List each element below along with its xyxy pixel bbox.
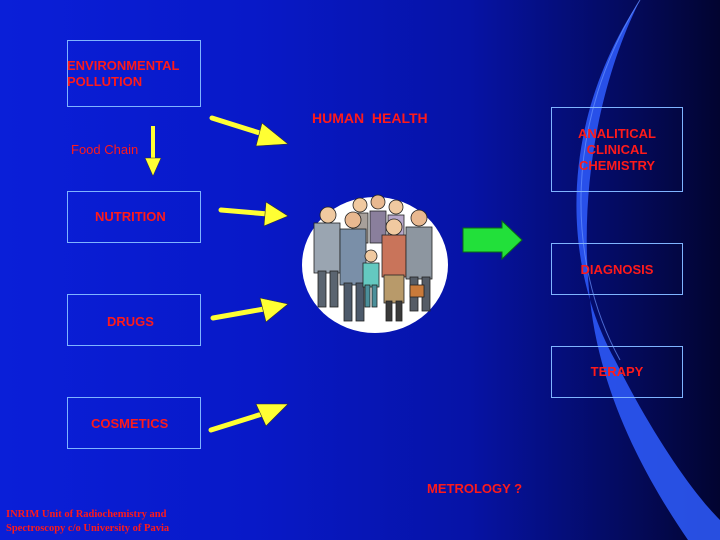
footer-credit: INRIM Unit of Radiochemistry and Spectro… xyxy=(6,509,170,534)
analytical-clinical-chemistry-box xyxy=(551,107,683,192)
crowd-of-people-icon xyxy=(302,194,448,333)
diagnosis-box xyxy=(551,243,683,295)
drugs-box xyxy=(67,294,201,346)
metrology-label: METROLOGY ? xyxy=(427,481,523,496)
nutrition-label: NUTRITION xyxy=(95,209,166,224)
analytical-clinical-chemistry-label: ANALITICAL CLINICAL CHEMISTRY xyxy=(578,126,656,173)
terapy-label: TERAPY xyxy=(590,364,644,379)
arrow-drugs-to-health xyxy=(210,297,289,323)
arrow-pollution-to-health xyxy=(209,115,289,147)
food-chain-label: Food Chain xyxy=(71,142,139,157)
drugs-label: DRUGS xyxy=(107,314,154,329)
diagnosis-label: DIAGNOSIS xyxy=(580,262,654,277)
nutrition-box xyxy=(67,191,201,243)
environmental-pollution-box xyxy=(67,40,201,107)
arrow-cosmetics-to-health xyxy=(208,403,289,433)
arrow-nutrition-to-health xyxy=(218,201,289,227)
food-chain-down-arrow xyxy=(144,126,162,177)
green-right-arrow xyxy=(462,220,523,260)
cosmetics-box xyxy=(67,397,201,449)
human-health-title: HUMAN HEALTH xyxy=(312,110,428,126)
terapy-box xyxy=(551,346,683,398)
environmental-pollution-label: ENVIRONMENTAL POLLUTION xyxy=(67,58,180,89)
cosmetics-label: COSMETICS xyxy=(91,416,169,431)
